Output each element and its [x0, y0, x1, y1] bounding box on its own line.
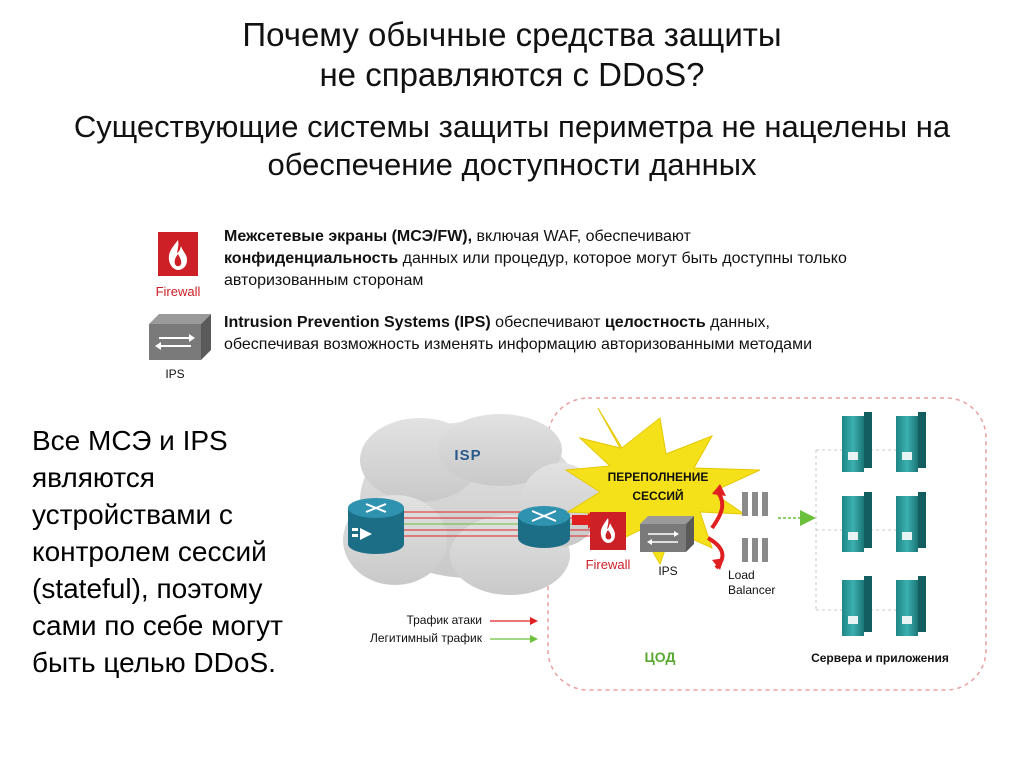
ips-legend-icon [145, 310, 215, 362]
ips-device-icon [640, 516, 694, 552]
ips-device-label: IPS [658, 564, 677, 578]
firewall-device-label: Firewall [586, 557, 631, 572]
server-rack-icon [896, 412, 926, 472]
legit-arrow-head [800, 510, 816, 526]
ips-desc-text2: данных, обеспечивая возможность изменять… [224, 314, 813, 353]
firewall-desc-text1: включая WAF, обеспечивают [472, 228, 691, 245]
burst-label-line2: СЕССИЙ [632, 488, 683, 503]
firewall-desc-bold2: конфиденциальность [224, 250, 399, 267]
ips-legend-label: IPS [165, 367, 185, 381]
firewall-description: Межсетевые экраны (МСЭ/FW), включая WAF,… [224, 226, 864, 292]
server-rack-icon [842, 492, 872, 552]
ips-description: Intrusion Prevention Systems (IPS) обесп… [224, 312, 834, 356]
firewall-legend-label: Firewall [155, 284, 201, 299]
isp-router-icon [518, 506, 570, 548]
load-balancer-label-line2: Balancer [728, 583, 775, 597]
server-rack-icon [842, 412, 872, 472]
datacenter-label: ЦОД [645, 649, 676, 665]
attack-traffic-legend-label: Трафик атаки [406, 613, 482, 627]
stateful-explanation: Все МСЭ и IPS являются устройствами с ко… [32, 425, 283, 678]
servers-label: Сервера и приложения [811, 651, 949, 665]
isp-label: ISP [454, 447, 481, 464]
burst-label-line1: ПЕРЕПОЛНЕНИЕ [608, 470, 709, 484]
ips-desc-text1: обеспечивают [490, 314, 605, 331]
page-title-line2: не справляются с DDoS? [319, 56, 705, 93]
server-rack-icon [896, 576, 926, 636]
datacenter-boundary [547, 397, 987, 691]
load-balancer-label-line1: Load [728, 568, 755, 582]
subtitle-line2: обеспечение доступности данных [267, 147, 757, 182]
ips-desc-bold1: Intrusion Prevention Systems (IPS) [224, 314, 491, 331]
page-title-line1: Почему обычные средства защиты [242, 16, 782, 53]
edge-router-icon [348, 498, 404, 554]
firewall-legend-icon [150, 230, 206, 300]
load-balancer-icon [742, 492, 768, 562]
ips-desc-bold2: целостность [604, 314, 706, 331]
legit-traffic-legend-label: Легитимный трафик [370, 631, 483, 645]
server-rack-icon [842, 576, 872, 636]
firewall-device-icon [590, 512, 626, 550]
subtitle-line1: Существующие системы защиты периметра не… [73, 109, 951, 144]
firewall-desc-text2: данных или процедур, которое могут быть … [224, 250, 847, 289]
server-rack-icon [896, 492, 926, 552]
firewall-desc-bold1: Межсетевые экраны (МСЭ/FW), [224, 228, 473, 245]
